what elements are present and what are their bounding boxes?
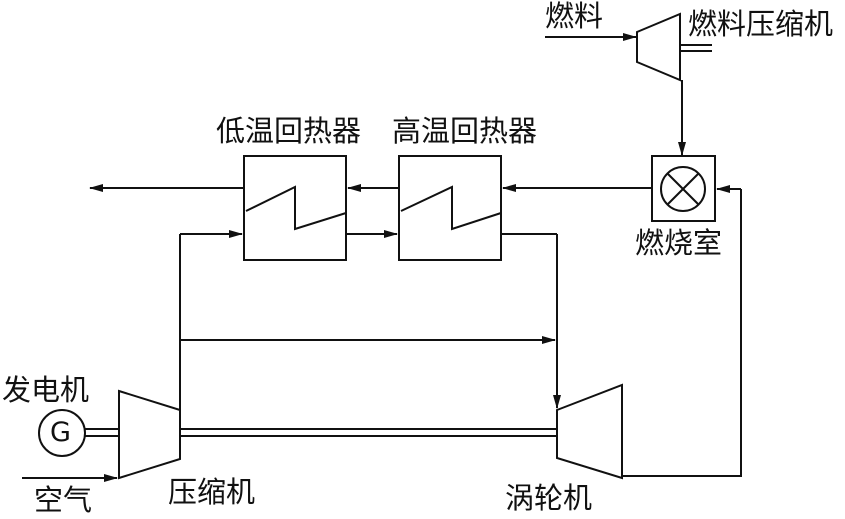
fuel-label: 燃料 — [545, 0, 604, 33]
turbine-exhaust-line — [622, 189, 742, 477]
low-temp-recuperator-box — [243, 155, 347, 261]
generator-label: 发电机 — [2, 373, 90, 407]
compressor-label: 压缩机 — [168, 475, 256, 509]
low-temp-recuperator-label: 低温回热器 — [216, 114, 362, 148]
turbine-shape — [556, 383, 623, 480]
high-temp-recuperator-label: 高温回热器 — [392, 114, 538, 148]
combustor-symbol — [660, 166, 706, 212]
compressor-shape — [118, 389, 181, 480]
high-temp-recuperator-symbol — [400, 185, 502, 231]
generator-circle — [38, 409, 86, 457]
combustor-label: 燃烧室 — [635, 226, 723, 260]
low-temp-recuperator-symbol — [245, 185, 347, 231]
generator-symbol: G — [50, 417, 71, 448]
fuel-compressor-label: 燃料压缩机 — [688, 7, 834, 41]
combustor-cross — [667, 173, 699, 205]
fuel-compressor-shape — [636, 12, 681, 82]
turbine-label: 涡轮机 — [505, 481, 593, 515]
high-temp-recuperator-box — [398, 155, 502, 261]
air-label: 空气 — [34, 483, 93, 517]
